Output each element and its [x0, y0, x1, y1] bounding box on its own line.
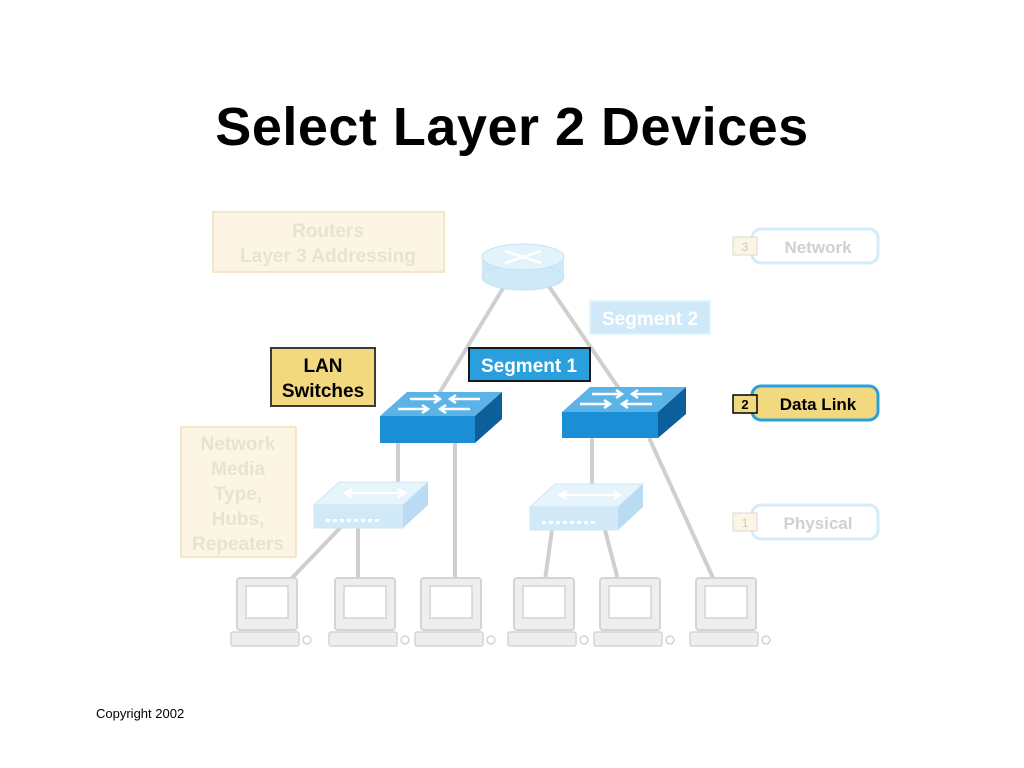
- segment-2-label: Segment 2: [589, 300, 711, 335]
- osi-layer-network: 3 Network: [732, 227, 880, 265]
- pc-3: [414, 577, 496, 647]
- switch-1: [380, 392, 502, 443]
- network-media-line: Network: [201, 434, 276, 455]
- network-media-line: Hubs,: [212, 509, 265, 530]
- cables: [288, 283, 716, 582]
- pc-2: [328, 577, 410, 647]
- copyright-notice: Copyright 2002: [96, 706, 185, 721]
- network-media-line: Repeaters: [192, 534, 284, 555]
- osi-layer-data-link: 2 Data Link: [732, 384, 880, 422]
- pc-4: [507, 577, 589, 647]
- switch-2: [562, 387, 686, 438]
- osi-layer-number: 3: [742, 240, 749, 254]
- osi-layer-name: Physical: [784, 514, 853, 533]
- hub-1: [312, 481, 430, 529]
- cable-router-switch2: [546, 283, 622, 392]
- osi-layer-physical: 1 Physical: [732, 503, 880, 541]
- network-media-line: Type,: [214, 484, 262, 505]
- cable-hub2-pc5: [603, 528, 620, 582]
- routers-label-line2: Layer 3 Addressing: [240, 246, 416, 267]
- lan-switches-line2: Switches: [282, 381, 364, 402]
- osi-layer-number: 1: [742, 516, 749, 530]
- hub-2: [528, 483, 645, 531]
- pc-5: [593, 577, 675, 647]
- cable-hub1-pc1: [288, 526, 342, 582]
- pc-6: [689, 577, 771, 647]
- pc-1: [230, 577, 312, 647]
- lan-switches-label: LAN Switches: [270, 347, 376, 407]
- segment-1-text: Segment 1: [481, 356, 578, 377]
- cable-router-switch1: [438, 283, 507, 394]
- router: [481, 243, 565, 291]
- network-media-label: Network Media Type, Hubs, Repeaters: [180, 426, 297, 558]
- osi-layer-number: 2: [741, 397, 748, 412]
- cable-switch2-pc6: [648, 438, 716, 582]
- segment-2-text: Segment 2: [602, 309, 698, 330]
- slide-title: Select Layer 2 Devices: [215, 97, 809, 157]
- segment-1-label: Segment 1: [468, 347, 591, 382]
- routers-label: Routers Layer 3 Addressing: [212, 211, 445, 273]
- cable-hub2-pc4: [543, 528, 554, 582]
- osi-layer-name: Network: [784, 238, 852, 257]
- lan-switches-line1: LAN: [303, 356, 342, 377]
- osi-layer-name: Data Link: [780, 395, 857, 414]
- routers-label-line1: Routers: [292, 221, 364, 242]
- network-media-line: Media: [211, 459, 265, 480]
